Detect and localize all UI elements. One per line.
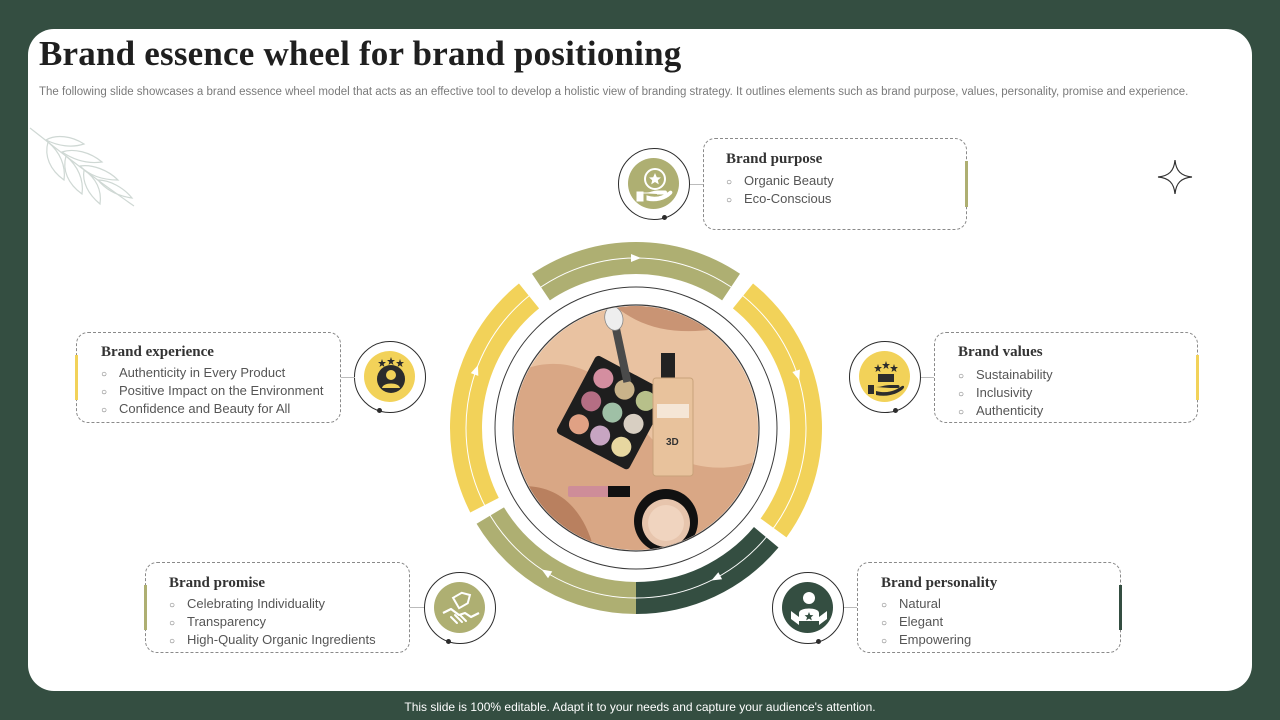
star-hand-icon bbox=[636, 168, 673, 202]
brand-promise-title: Brand promise bbox=[169, 575, 265, 591]
sparkle-icon bbox=[1157, 159, 1193, 195]
leaf-decoration-icon bbox=[29, 127, 135, 207]
brand-purpose-connector bbox=[690, 184, 704, 185]
brand-promise-list: Celebrating Individuality Transparency H… bbox=[169, 596, 376, 650]
list-item: Eco-Conscious bbox=[726, 191, 834, 209]
list-item: Celebrating Individuality bbox=[169, 596, 376, 614]
list-item: Authenticity bbox=[958, 403, 1053, 421]
segment-experience bbox=[449, 283, 540, 513]
cosmetics-photo: 3D bbox=[512, 304, 760, 552]
rated-user-icon bbox=[377, 357, 405, 393]
stars-hand-icon bbox=[868, 361, 905, 396]
brand-promise-connector bbox=[409, 607, 424, 608]
list-item: Elegant bbox=[881, 614, 971, 632]
handshake-tag-icon bbox=[442, 591, 480, 624]
brand-personality-list: Natural Elegant Empowering bbox=[881, 596, 971, 650]
brand-personality-title: Brand personality bbox=[881, 575, 998, 591]
list-item: Empowering bbox=[881, 632, 971, 650]
brand-values-icon-badge bbox=[849, 341, 921, 413]
list-item: Natural bbox=[881, 596, 971, 614]
brand-purpose-dot bbox=[662, 215, 667, 220]
page-subtitle: The following slide showcases a brand es… bbox=[39, 86, 1189, 98]
brand-personality-dot bbox=[816, 639, 821, 644]
brand-purpose-title: Brand purpose bbox=[726, 151, 823, 167]
brand-experience-box: Brand experience Authenticity in Every P… bbox=[75, 332, 341, 423]
list-item: Inclusivity bbox=[958, 385, 1053, 403]
brand-experience-title: Brand experience bbox=[101, 344, 214, 360]
brand-promise-dot bbox=[446, 639, 451, 644]
brand-experience-list: Authenticity in Every Product Positive I… bbox=[101, 365, 324, 419]
list-item: Sustainability bbox=[958, 367, 1053, 385]
list-item: Transparency bbox=[169, 614, 376, 632]
person-star-icon bbox=[791, 592, 827, 625]
list-item: Organic Beauty bbox=[726, 173, 834, 191]
segment-promise bbox=[476, 507, 636, 614]
brand-experience-icon-badge bbox=[354, 341, 426, 413]
brand-values-connector bbox=[921, 377, 935, 378]
brand-experience-connector bbox=[340, 377, 355, 378]
brand-values-box: Brand values Sustainability Inclusivity … bbox=[934, 332, 1199, 423]
list-item: Confidence and Beauty for All bbox=[101, 401, 324, 419]
brand-essence-wheel: 3D bbox=[449, 241, 822, 614]
footer-note: This slide is 100% editable. Adapt it to… bbox=[404, 700, 876, 714]
brand-promise-icon-badge bbox=[424, 572, 496, 644]
brand-experience-dot bbox=[377, 408, 382, 413]
page-title: Brand essence wheel for brand positionin… bbox=[39, 34, 682, 73]
ring-arrow bbox=[711, 572, 723, 581]
brand-personality-icon-badge bbox=[772, 572, 844, 644]
brand-values-dot bbox=[893, 408, 898, 413]
brand-purpose-list: Organic Beauty Eco-Conscious bbox=[726, 173, 834, 209]
ring-arrow bbox=[792, 369, 800, 381]
ring-arrow bbox=[631, 254, 641, 262]
segment-personality bbox=[636, 526, 779, 614]
brand-values-list: Sustainability Inclusivity Authenticity bbox=[958, 367, 1053, 421]
brand-personality-connector bbox=[844, 607, 858, 608]
brand-personality-box: Brand personality Natural Elegant Empowe… bbox=[857, 562, 1122, 653]
ring-arrow bbox=[470, 365, 479, 376]
brand-purpose-box: Brand purpose Organic Beauty Eco-Conscio… bbox=[703, 138, 968, 230]
brand-values-title: Brand values bbox=[958, 344, 1043, 360]
list-item: Positive Impact on the Environment bbox=[101, 383, 324, 401]
brand-purpose-icon-badge bbox=[618, 148, 690, 220]
ring-arrow bbox=[541, 569, 553, 579]
inner-ring-line bbox=[494, 286, 778, 570]
brand-promise-box: Brand promise Celebrating Individuality … bbox=[144, 562, 410, 653]
svg-text:3D: 3D bbox=[666, 437, 679, 448]
segment-purpose bbox=[531, 241, 741, 301]
list-item: High-Quality Organic Ingredients bbox=[169, 632, 376, 650]
list-item: Authenticity in Every Product bbox=[101, 365, 324, 383]
